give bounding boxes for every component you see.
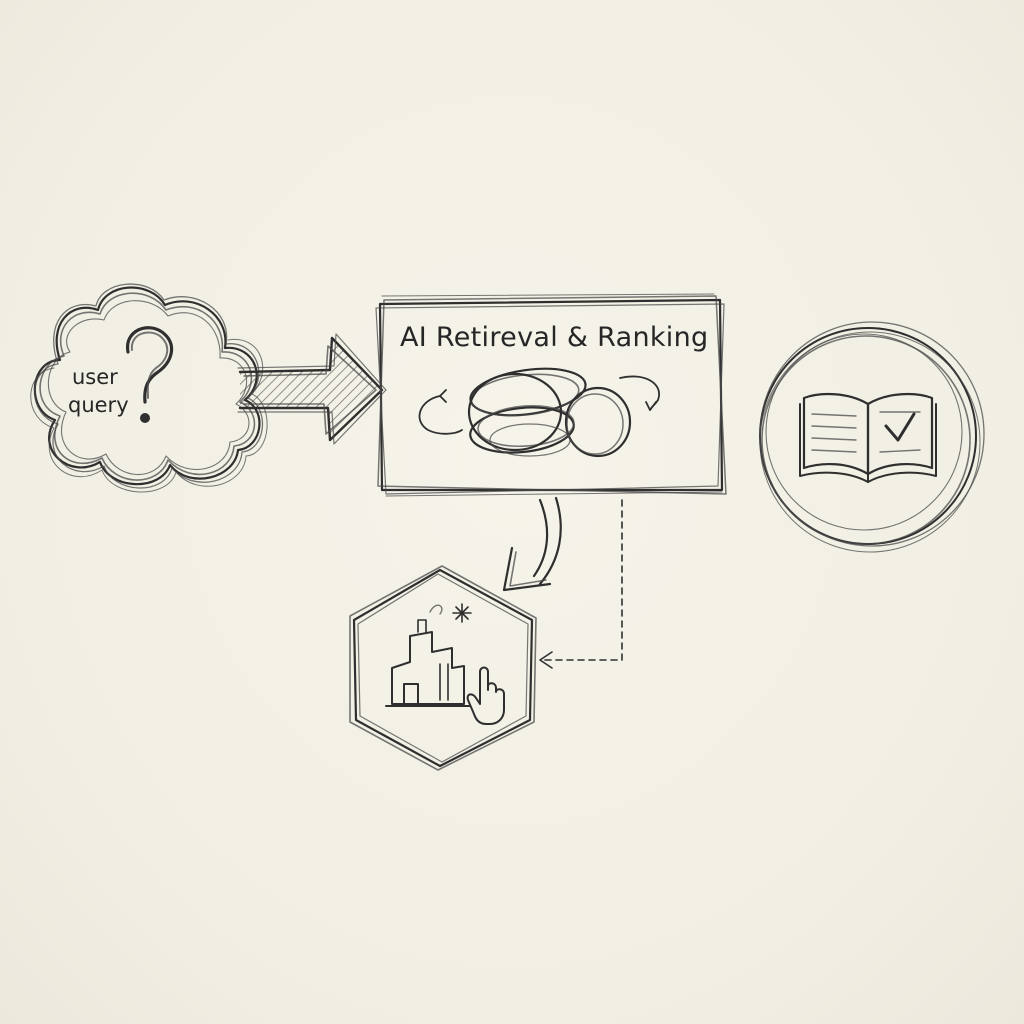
user-query-cloud: user query (30, 283, 268, 493)
open-book-check-icon (799, 392, 937, 483)
arrow-query-to-ai (237, 333, 387, 445)
ai-box-title: AI Retireval & Ranking (400, 322, 708, 353)
ai-retrieval-box: AI Retireval & Ranking (375, 293, 727, 497)
book-circle (759, 321, 985, 553)
user-query-label-line1: user (72, 365, 118, 389)
dashed-feedback-arrow (539, 499, 623, 669)
pointer-hand-icon (466, 666, 505, 725)
cycle-arrow-icon (418, 375, 660, 435)
building-hexagon (349, 565, 537, 771)
ranking-ovals (467, 367, 632, 458)
user-query-label-line2: query (68, 393, 129, 417)
question-mark-icon (126, 326, 174, 423)
sparkle-icon (452, 603, 472, 623)
building-icon (385, 604, 471, 707)
arrow-ai-to-building (502, 496, 562, 592)
